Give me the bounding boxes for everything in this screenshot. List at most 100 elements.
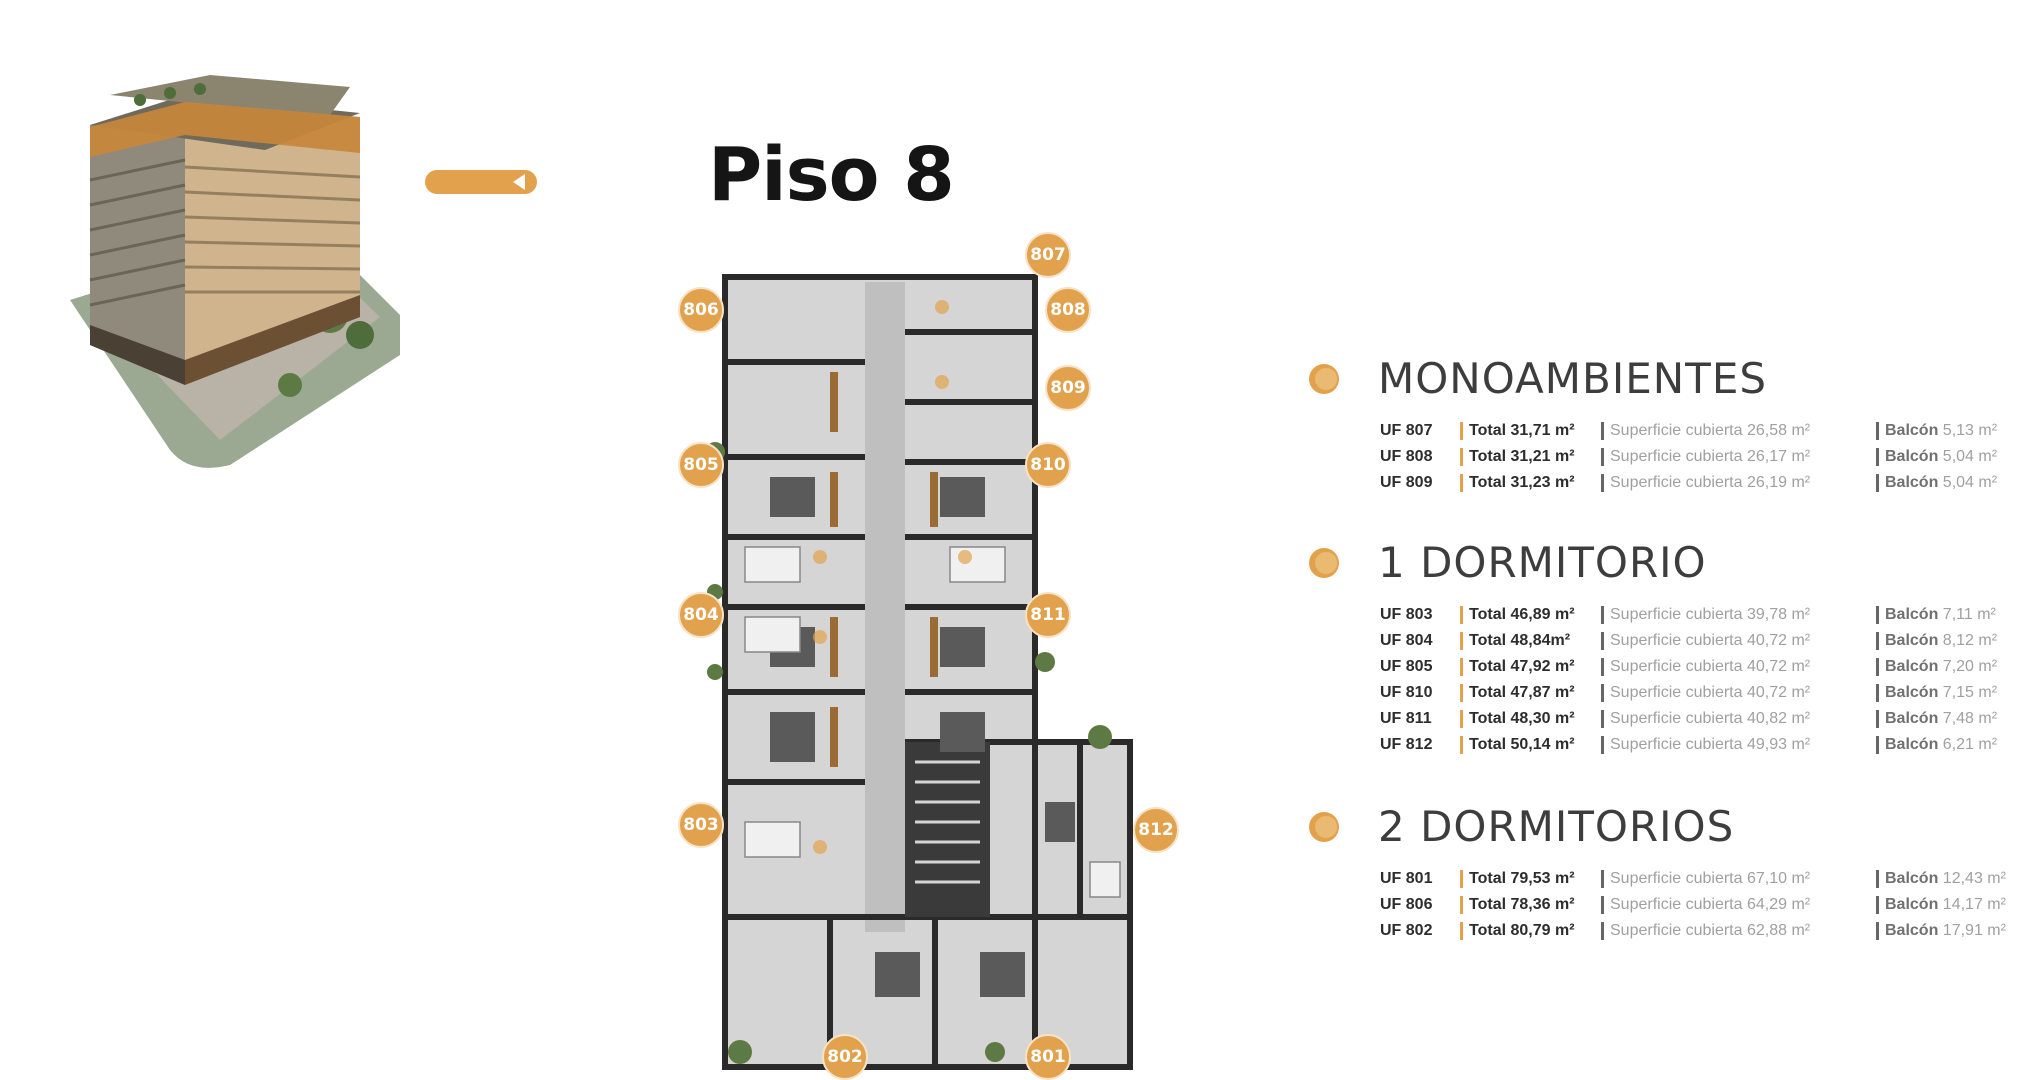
- balcony-value: 7,11 m²: [1942, 606, 1996, 623]
- unit-balcony-area: Balcón 7,48 m²: [1885, 710, 1997, 728]
- unit-code: UF 804: [1380, 632, 1433, 649]
- balcony-label: Balcón: [1885, 896, 1939, 913]
- floor-plan-drawing: [705, 274, 1133, 1070]
- separator: [1460, 474, 1463, 492]
- unit-covered-area: Superficie cubierta 67,10 m²: [1610, 870, 1811, 887]
- unit-tag-810[interactable]: 810: [1025, 442, 1071, 488]
- unit-tag-811[interactable]: 811: [1025, 592, 1071, 638]
- unit-balcony-area: Balcón 7,15 m²: [1885, 684, 1997, 702]
- balcony-label: Balcón: [1885, 448, 1939, 465]
- separator: [1876, 736, 1879, 754]
- separator: [1876, 632, 1879, 650]
- unit-covered-area: Superficie cubierta 49,93 m²: [1610, 736, 1811, 753]
- separator: [1876, 684, 1879, 702]
- unit-covered-area: Superficie cubierta 26,19 m²: [1610, 474, 1811, 491]
- separator: [1460, 736, 1463, 754]
- separator: [1876, 870, 1879, 888]
- unit-total-area: Total 78,36 m²: [1469, 896, 1575, 913]
- unit-balcony-area: Balcón 17,91 m²: [1885, 922, 2006, 940]
- balcony-label: Balcón: [1885, 922, 1939, 939]
- separator: [1876, 922, 1879, 940]
- unit-code: UF 811: [1380, 710, 1432, 727]
- separator: [1460, 448, 1463, 466]
- unit-tag-808[interactable]: 808: [1045, 287, 1091, 333]
- unit-total-area: Total 47,92 m²: [1469, 658, 1575, 675]
- unit-tag-803[interactable]: 803: [678, 802, 724, 848]
- unit-tag-801[interactable]: 801: [1025, 1034, 1071, 1080]
- separator: [1876, 606, 1879, 624]
- unit-tag-804[interactable]: 804: [678, 592, 724, 638]
- unit-balcony-area: Balcón 14,17 m²: [1885, 896, 2006, 914]
- unit-total-area: Total 31,21 m²: [1469, 448, 1575, 465]
- floor-plan: 807 808 809 810 811 812 806 805 804 803 …: [678, 232, 1179, 1080]
- unit-tag-805[interactable]: 805: [678, 442, 724, 488]
- separator: [1601, 684, 1604, 702]
- bullet-icon: [1309, 548, 1339, 578]
- balcony-value: 5,04 m²: [1942, 448, 1998, 465]
- unit-row[interactable]: UF 801 Total 79,53 m² Superficie cubierta …: [1380, 866, 2006, 892]
- separator: [1460, 422, 1463, 440]
- unit-rows: UF 801 Total 79,53 m² Superficie cubierta …: [1380, 866, 2006, 944]
- separator: [1876, 422, 1879, 440]
- balcony-label: Balcón: [1885, 736, 1939, 753]
- unit-covered-area: Superficie cubierta 39,78 m²: [1610, 606, 1811, 623]
- group-title: MONOAMBIENTES: [1378, 354, 1768, 403]
- unit-tag-809[interactable]: 809: [1045, 365, 1091, 411]
- balcony-value: 5,04 m²: [1942, 474, 1998, 491]
- building-render: [70, 75, 400, 468]
- balcony-value: 17,91 m²: [1942, 922, 2006, 939]
- unit-covered-area: Superficie cubierta 64,29 m²: [1610, 896, 1811, 913]
- separator: [1601, 474, 1604, 492]
- unit-total-area: Total 31,23 m²: [1469, 474, 1575, 491]
- balcony-value: 14,17 m²: [1942, 896, 2006, 913]
- balcony-label: Balcón: [1885, 474, 1939, 491]
- balcony-value: 6,21 m²: [1942, 736, 1998, 753]
- unit-tag-806[interactable]: 806: [678, 287, 724, 333]
- current-floor-pointer[interactable]: [425, 170, 537, 194]
- unit-tag-812[interactable]: 812: [1133, 807, 1179, 853]
- unit-covered-area: Superficie cubierta 62,88 m²: [1610, 922, 1811, 939]
- unit-code: UF 805: [1380, 658, 1433, 675]
- unit-code: UF 801: [1380, 870, 1433, 887]
- separator: [1601, 870, 1604, 888]
- unit-covered-area: Superficie cubierta 40,72 m²: [1610, 658, 1811, 675]
- unit-tag-807[interactable]: 807: [1025, 232, 1071, 278]
- unit-balcony-area: Balcón 5,04 m²: [1885, 448, 1997, 466]
- group-title: 2 DORMITORIOS: [1378, 802, 1735, 851]
- building-thumbnail[interactable]: [70, 55, 537, 475]
- unit-row[interactable]: UF 805 Total 47,92 m² Superficie cubierta …: [1380, 654, 1997, 680]
- unit-total-area: Total 79,53 m²: [1469, 870, 1575, 887]
- unit-row[interactable]: UF 806 Total 78,36 m² Superficie cubierta …: [1380, 892, 2006, 918]
- separator: [1601, 896, 1604, 914]
- unit-code: UF 806: [1380, 896, 1433, 913]
- unit-total-area: Total 48,30 m²: [1469, 710, 1575, 727]
- unit-balcony-area: Balcón 5,13 m²: [1885, 422, 1997, 440]
- bullet-icon: [1309, 812, 1339, 842]
- separator: [1876, 710, 1879, 728]
- unit-row[interactable]: UF 809 Total 31,23 m² Superficie cubierta …: [1380, 470, 1997, 496]
- separator: [1876, 448, 1879, 466]
- unit-code: UF 803: [1380, 606, 1433, 623]
- unit-balcony-area: Balcón 12,43 m²: [1885, 870, 2006, 888]
- unit-balcony-area: Balcón 6,21 m²: [1885, 736, 1997, 754]
- separator: [1460, 632, 1463, 650]
- unit-tag-802[interactable]: 802: [822, 1034, 868, 1080]
- balcony-label: Balcón: [1885, 710, 1939, 727]
- balcony-value: 5,13 m²: [1942, 422, 1998, 439]
- unit-balcony-area: Balcón 7,11 m²: [1885, 606, 1996, 624]
- unit-covered-area: Superficie cubierta 40,72 m²: [1610, 684, 1811, 701]
- separator: [1876, 474, 1879, 492]
- unit-covered-area: Superficie cubierta 40,72 m²: [1610, 632, 1811, 649]
- separator: [1876, 658, 1879, 676]
- group-title: 1 DORMITORIO: [1378, 538, 1707, 587]
- unit-code: UF 809: [1380, 474, 1433, 491]
